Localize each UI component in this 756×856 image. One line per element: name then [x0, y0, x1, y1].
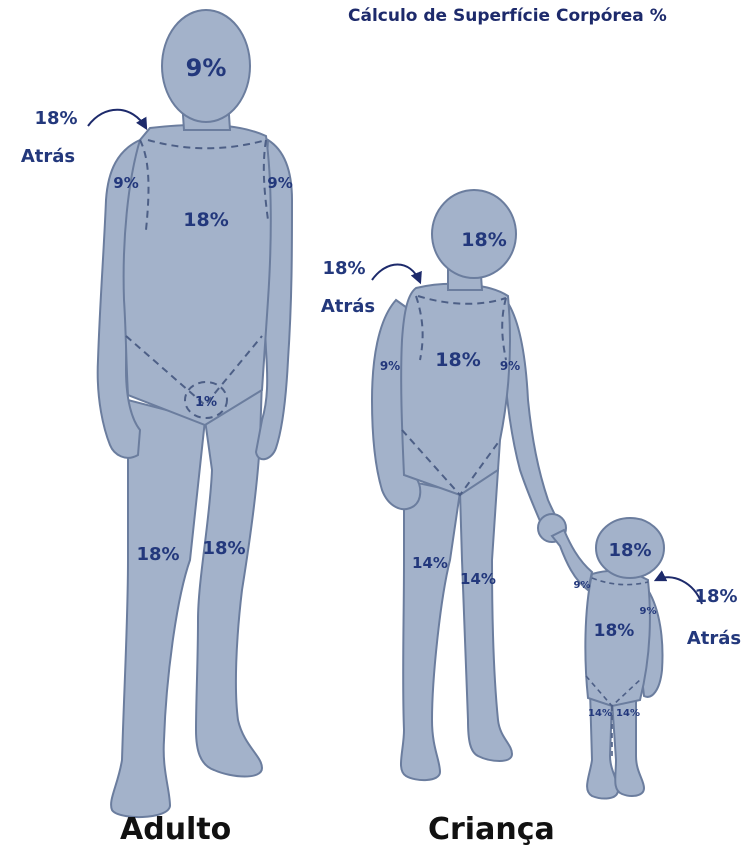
- child-figure: [372, 190, 566, 780]
- child-head-percent: 18%: [461, 229, 506, 251]
- child-right-arm-shape: [504, 300, 562, 540]
- adult-left-arm-percent: 9%: [113, 174, 138, 192]
- infant-back-label: Atrás: [687, 628, 741, 649]
- adult-figure: [98, 10, 292, 817]
- adult-back-label: Atrás: [21, 146, 75, 167]
- adult-caption: Adulto: [120, 812, 231, 847]
- adult-right-leg-shape: [196, 380, 262, 777]
- adult-left-leg-percent: 18%: [136, 544, 179, 565]
- adult-trunk-percent: 18%: [183, 209, 228, 231]
- adult-back-arrow-icon: [88, 110, 146, 128]
- adult-left-leg-shape: [111, 400, 205, 817]
- adult-genitals-percent: 1%: [195, 395, 217, 410]
- child-caption: Criança: [428, 812, 555, 847]
- child-trunk-percent: 18%: [435, 349, 480, 371]
- child-left-leg-percent: 14%: [412, 554, 448, 572]
- infant-right-leg-percent: 14%: [616, 708, 640, 719]
- adult-right-arm-percent: 9%: [267, 174, 292, 192]
- child-back-arrow-icon: [372, 265, 420, 283]
- infant-trunk-percent: 18%: [594, 621, 635, 641]
- child-back-percent: 18%: [322, 258, 365, 279]
- adult-back-percent: 18%: [34, 108, 77, 129]
- child-back-label: Atrás: [321, 296, 375, 317]
- adult-trunk-shape: [124, 125, 271, 425]
- child-right-arm-percent: 9%: [500, 359, 520, 373]
- adult-right-leg-percent: 18%: [202, 538, 245, 559]
- child-left-leg-shape: [401, 480, 460, 780]
- child-right-leg-shape: [460, 470, 512, 761]
- child-left-arm-percent: 9%: [380, 359, 400, 373]
- infant-right-arm-percent: 9%: [640, 606, 657, 617]
- infant-left-leg-percent: 14%: [588, 708, 612, 719]
- child-right-leg-percent: 14%: [460, 570, 496, 588]
- infant-back-percent: 18%: [694, 586, 737, 607]
- infant-left-arm-percent: 9%: [574, 580, 591, 591]
- child-trunk-shape: [401, 284, 510, 495]
- adult-head-percent: 9%: [186, 54, 227, 82]
- infant-head-percent: 18%: [608, 540, 651, 561]
